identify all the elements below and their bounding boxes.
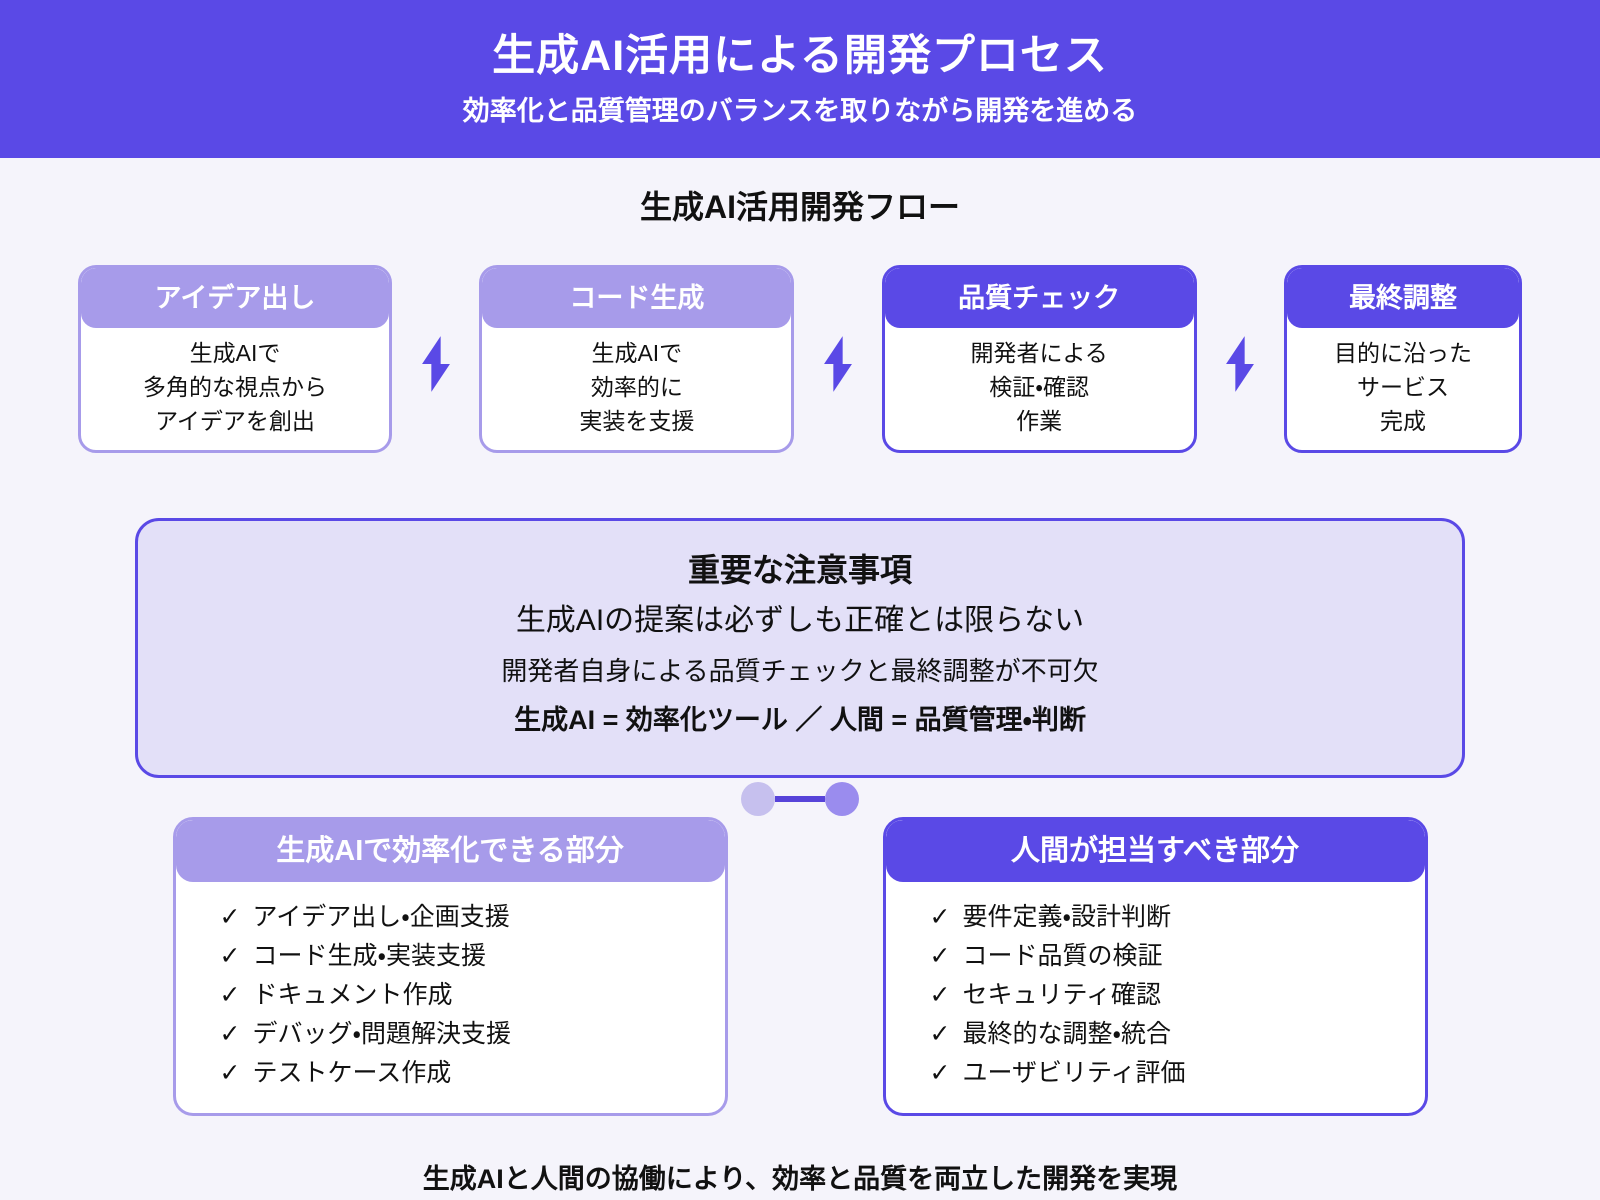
important-notice-box: 重要な注意事項 生成AIの提案は必ずしも正確とは限らない 開発者自身による品質チ… (135, 518, 1465, 778)
connector-dot-right (825, 782, 859, 816)
flow-connector (1197, 323, 1284, 395)
flow-step-line: 効率的に (590, 374, 683, 400)
flow-step-line: アイデアを創出 (155, 408, 315, 434)
flow-step-title: アイデア出し (81, 268, 389, 328)
notice-statement: 生成AIの提案は必ずしも正確とは限らない (515, 604, 1085, 637)
list-item: ✓ テストケース作成 (220, 1054, 709, 1093)
header-banner: 生成AI活用による開発プロセス 効率化と品質管理のバランスを取りながら開発を進め… (0, 0, 1600, 158)
panel-title: 人間が担当すべき部分 (885, 820, 1425, 882)
list-item-label: コード生成・実装支援 (252, 942, 486, 970)
list-item-label: デバッグ・問題解決支援 (252, 1020, 511, 1048)
lightning-bolt-icon (824, 336, 852, 392)
list-item-label: テストケース作成 (252, 1059, 452, 1087)
list-item-label: コード品質の検証 (962, 942, 1163, 970)
flow-step-description: 目的に沿った サービス 完成 (1287, 328, 1519, 450)
flow-connector (392, 323, 479, 395)
flow-step-final-adjustment: 最終調整 目的に沿った サービス 完成 (1283, 265, 1522, 453)
check-icon: ✓ (929, 981, 951, 1009)
list-item: ✓ 最終的な調整・統合 (930, 1015, 1409, 1054)
notice-detail: 開発者自身による品質チェックと最終調整が不可欠 (501, 656, 1099, 686)
connector-dot-left (741, 782, 775, 816)
flow-step-line: 完成 (1379, 408, 1426, 434)
responsibility-panels: 生成AIで効率化できる部分 ✓ アイデア出し・企画支援 ✓ コード生成・実装支援 ✓… (0, 817, 1600, 1116)
flow-step-idea: アイデア出し 生成AIで 多角的な視点から アイデアを創出 (78, 265, 392, 453)
check-icon: ✓ (219, 903, 241, 931)
list-item-label: ドキュメント作成 (252, 981, 453, 1009)
flow-step-quality-check: 品質チェック 開発者による 検証・確認 作業 (881, 265, 1197, 453)
notice-summary: 生成AI = 効率化ツール ／ 人間 = 品質管理・判断 (514, 705, 1086, 735)
list-item-label: ユーザビリティ評価 (962, 1059, 1186, 1087)
check-icon: ✓ (219, 1020, 241, 1048)
list-item: ✓ 要件定義・設計判断 (930, 898, 1409, 937)
lightning-bolt-icon (1226, 336, 1255, 392)
flow-step-line: 多角的な視点から (143, 374, 327, 400)
list-item: ✓ コード品質の検証 (930, 937, 1409, 976)
check-icon: ✓ (929, 903, 951, 931)
flow-step-line: 開発者による (970, 340, 1108, 366)
list-item: ✓ ユーザビリティ評価 (930, 1054, 1409, 1093)
list-item: ✓ コード生成・実装支援 (220, 937, 709, 976)
flow-section-title: 生成AI活用開発フロー (639, 189, 960, 225)
flow-step-line: サービス (1356, 374, 1449, 400)
panel-title: 生成AIで効率化できる部分 (175, 820, 725, 882)
list-item: ✓ セキュリティ確認 (930, 976, 1409, 1015)
panel-ai-efficiency: 生成AIで効率化できる部分 ✓ アイデア出し・企画支援 ✓ コード生成・実装支援 ✓… (172, 817, 728, 1116)
flow-step-description: 生成AIで 多角的な視点から アイデアを創出 (81, 328, 389, 450)
flow-step-description: 開発者による 検証・確認 作業 (885, 328, 1194, 450)
list-item: ✓ アイデア出し・企画支援 (220, 898, 709, 937)
flow-step-line: 目的に沿った (1333, 340, 1472, 366)
page-subtitle: 効率化と品質管理のバランスを取りながら開発を進める (462, 96, 1138, 126)
notice-title: 重要な注意事項 (687, 552, 912, 588)
flow-step-title: コード生成 (482, 268, 792, 328)
panel-item-list: ✓ 要件定義・設計判断 ✓ コード品質の検証 ✓ セキュリティ確認 ✓ 最終的な調整・統… (886, 882, 1425, 1113)
check-icon: ✓ (929, 1020, 951, 1048)
list-item: ✓ デバッグ・問題解決支援 (220, 1015, 709, 1054)
dots-connector (0, 781, 1600, 817)
connector-line (775, 796, 825, 802)
flow-step-title: 最終調整 (1286, 268, 1519, 328)
list-item-label: セキュリティ確認 (962, 981, 1161, 1009)
check-icon: ✓ (219, 1059, 241, 1087)
lightning-bolt-icon (421, 336, 450, 392)
flow-step-code: コード生成 生成AIで 効率的に 実装を支援 (479, 265, 795, 453)
flow-step-line: 生成AIで (591, 340, 683, 366)
check-icon: ✓ (219, 981, 241, 1009)
flow-step-line: 生成AIで (189, 340, 281, 366)
check-icon: ✓ (929, 942, 951, 970)
list-item-label: 要件定義・設計判断 (962, 903, 1171, 931)
footer-summary: 生成AIと人間の協働により、効率と品質を両立した開発を実現 (422, 1164, 1178, 1194)
flow-step-line: 実装を支援 (579, 408, 695, 434)
check-icon: ✓ (929, 1059, 951, 1087)
list-item-label: アイデア出し・企画支援 (252, 903, 510, 931)
flow-step-line: 検証・確認 (989, 374, 1090, 400)
flow-connector (794, 323, 881, 395)
flow-diagram: アイデア出し 生成AIで 多角的な視点から アイデアを創出 コード生成 生成AI… (0, 264, 1600, 454)
panel-item-list: ✓ アイデア出し・企画支援 ✓ コード生成・実装支援 ✓ ドキュメント作成 ✓ デバッグ… (176, 882, 725, 1113)
list-item: ✓ ドキュメント作成 (220, 976, 709, 1015)
panel-human-responsibility: 人間が担当すべき部分 ✓ 要件定義・設計判断 ✓ コード品質の検証 ✓ セキュリティ確… (882, 817, 1428, 1116)
check-icon: ✓ (219, 942, 241, 970)
flow-step-title: 品質チェック (884, 268, 1194, 328)
flow-step-description: 生成AIで 効率的に 実装を支援 (482, 328, 791, 450)
page-title: 生成AI活用による開発プロセス (492, 32, 1108, 80)
list-item-label: 最終的な調整・統合 (962, 1020, 1171, 1048)
flow-step-line: 作業 (1016, 408, 1063, 434)
